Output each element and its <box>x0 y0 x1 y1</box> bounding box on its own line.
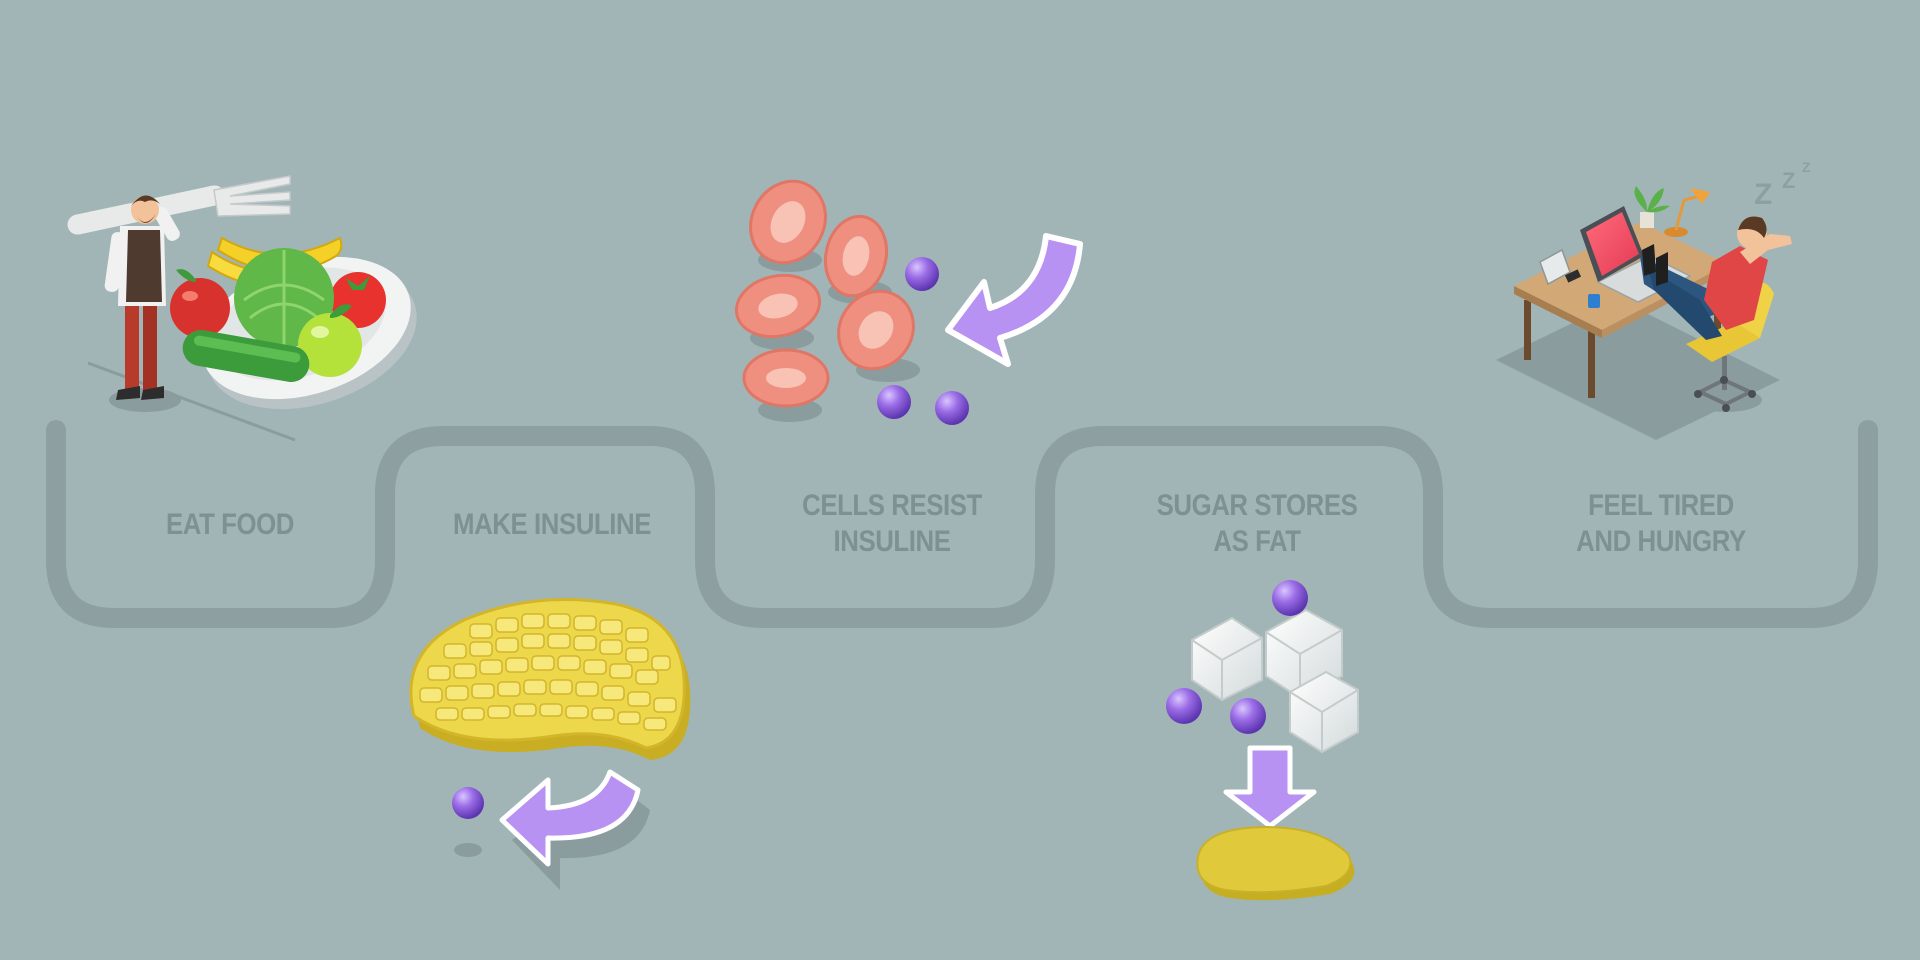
floor-shadow-line <box>87 361 296 442</box>
sleep-letter-z: Z <box>1802 159 1811 175</box>
step-label-feel-tired-and-hungry: FEEL TIRED AND HUNGRY <box>1576 489 1746 558</box>
tablet-icon <box>1539 248 1571 286</box>
curved-arrow-icon <box>499 769 641 867</box>
insulin-ball <box>905 257 939 291</box>
insulin-balls <box>1166 580 1308 734</box>
cells-illustration <box>734 179 1083 425</box>
insulin-ball <box>452 787 484 819</box>
apple-leaf-icon <box>176 269 196 282</box>
red-apple-icon <box>170 278 230 338</box>
tomato-stem-icon <box>346 276 370 290</box>
step-label-make-insuline: MAKE INSULINE <box>453 508 651 541</box>
desk-leg <box>1588 330 1595 398</box>
plant-icon <box>1634 186 1670 213</box>
insulin-ball-shadow <box>454 843 482 857</box>
tired-person-illustration: Z Z Z <box>1496 159 1811 440</box>
pancreas-illustration <box>409 598 691 890</box>
fat-drop-icon <box>1196 826 1352 894</box>
plant-pot-icon <box>1640 212 1654 228</box>
step-label-cells-resist-insuline: CELLS RESIST INSULINE <box>802 489 982 558</box>
mug-icon <box>1588 294 1600 308</box>
blood-cell <box>742 348 830 408</box>
blood-cell <box>749 179 827 265</box>
fork-icon <box>67 175 291 235</box>
office-chair-icon <box>1686 282 1774 412</box>
man-figure <box>104 195 180 400</box>
sleep-letter-z: Z <box>1754 178 1772 211</box>
step-label-sugar-stores-as-fat: SUGAR STORES AS FAT <box>1156 489 1358 558</box>
insulin-ball <box>1230 698 1266 734</box>
insulin-ball <box>877 385 911 419</box>
blood-cell <box>734 273 822 339</box>
blood-cell <box>837 289 915 371</box>
insulin-ball <box>935 391 969 425</box>
pancreas-cells <box>419 613 677 731</box>
insulin-ball <box>1272 580 1308 616</box>
down-arrow-icon <box>1223 745 1317 829</box>
curved-arrow-icon <box>945 233 1083 367</box>
eat-food-illustration <box>67 175 417 442</box>
step-label-eat-food: EAT FOOD <box>166 508 294 541</box>
desk-leg <box>1524 300 1531 360</box>
tomato-icon <box>330 272 386 328</box>
process-path <box>46 420 1878 628</box>
sugar-cube-icon <box>1289 670 1359 754</box>
sugar-cube-icon <box>1191 616 1263 702</box>
phone-icon <box>1564 269 1582 283</box>
desk-lamp-icon <box>1664 188 1710 237</box>
sleep-icon: Z Z Z <box>1754 159 1811 211</box>
sugar-fat-illustration <box>1166 580 1359 901</box>
insulin-ball <box>1166 688 1202 724</box>
blood-cell <box>823 214 889 298</box>
tired-person <box>1640 216 1792 340</box>
insulin-balls <box>877 257 969 425</box>
sleep-letter-z: Z <box>1782 168 1795 193</box>
